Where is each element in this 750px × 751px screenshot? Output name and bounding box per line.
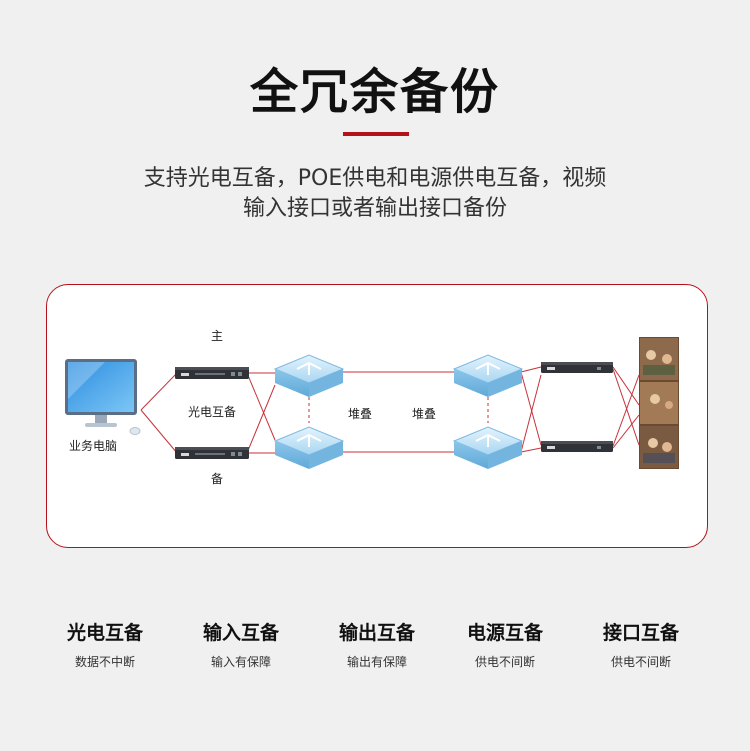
subtitle-line-2: 输入接口或者输出接口备份 [242,196,507,221]
feature-fiber-electric: 光电互备 数据不中断 [30,618,180,670]
link-out2-wall-b [612,374,640,447]
feature-subtitle: 供电不间断 [474,655,535,669]
diagram-canvas [65,337,679,469]
feature-output: 输出互备 输出有保障 [302,618,452,670]
link-sw3-out1 [520,366,542,373]
switch-icon-2 [273,426,345,469]
feature-input: 输入互备 输入有保障 [166,618,316,670]
link-sw3-out2 [520,371,542,446]
link-out1-wall [612,366,640,406]
label-stack-right: 堆叠 [412,407,437,421]
label-stack-left: 堆叠 [348,407,373,421]
feature-power: 电源互备 供电不间断 [430,618,580,670]
device-output-2 [541,441,613,452]
label-fiber-electric: 光电互备 [188,405,237,419]
link-backup-sw1 [246,384,276,454]
feature-title: 输出互备 [338,622,415,644]
link-out2-wall [612,414,640,449]
device-output-1 [541,362,613,373]
feature-subtitle: 输出有保障 [346,655,407,669]
pc-icon [65,359,141,435]
switch-icon-4 [452,426,524,469]
feature-subtitle: 数据不中断 [74,655,135,669]
label-main: 主 [211,329,224,343]
switch-icon-3 [452,354,524,397]
link-sw4-out1 [520,374,542,453]
link-main-sw2 [246,372,276,441]
feature-title: 光电互备 [66,622,143,644]
page-title: 全冗余备份 [249,64,500,120]
feature-title: 接口互备 [602,622,679,644]
feature-title: 输入互备 [202,622,279,644]
subtitle-line-1: 支持光电互备，POE供电和电源供电互备，视频 [143,166,607,191]
label-pc: 业务电脑 [69,439,118,453]
feature-title: 电源互备 [466,622,543,644]
stack-links [308,397,489,423]
title-underline [343,132,409,136]
label-backup: 备 [211,472,224,486]
link-sw4-out2 [520,447,542,453]
device-main [175,367,249,379]
feature-interface: 接口互备 供电不间断 [566,618,716,670]
device-backup [175,447,249,459]
feature-subtitle: 供电不间断 [610,655,671,669]
switch-icon-1 [273,354,345,397]
link-out1-wall-b [612,368,640,446]
redundancy-diagram-panel: 主 光电互备 备 堆叠 堆叠 业务电脑 [46,284,708,548]
link-lines [140,366,640,454]
feature-subtitle: 输入有保障 [210,655,271,669]
video-wall-image [639,337,679,469]
link-pc-backup [140,409,178,454]
link-pc-main [140,372,178,411]
